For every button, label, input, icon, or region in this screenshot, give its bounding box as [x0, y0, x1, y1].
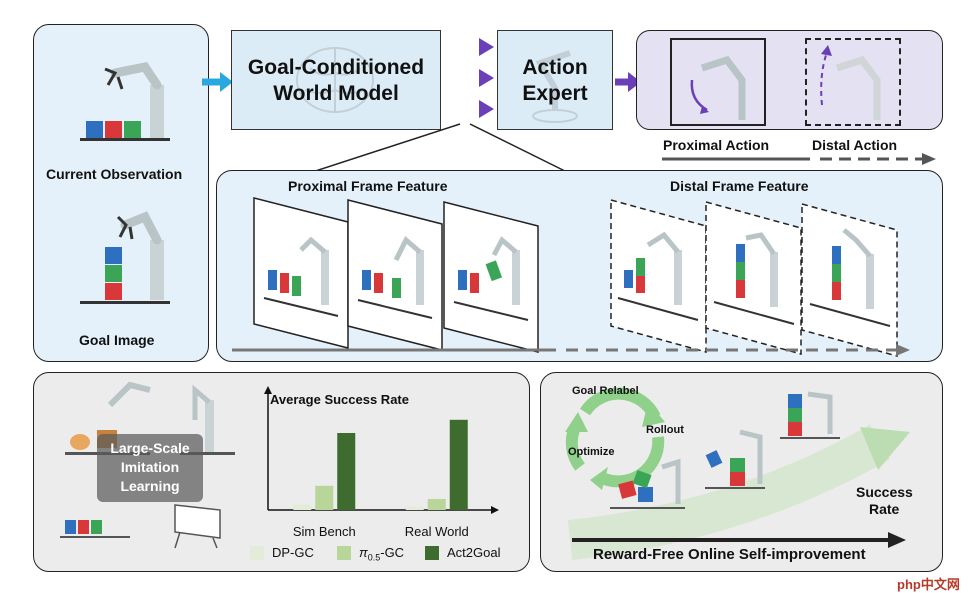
distal-action-label: Distal Action: [812, 137, 898, 153]
distal-frame-2: [705, 201, 802, 355]
self-improvement-illustration: [565, 387, 910, 560]
distal-frame-feature-label: Distal Frame Feature: [670, 178, 809, 194]
brain-icon: [296, 47, 374, 113]
proximal-frame-1: [253, 197, 349, 349]
action-expert-box: [497, 30, 613, 130]
legend-pi-symbol: π: [359, 545, 368, 560]
input-arrow: [202, 72, 233, 92]
actions-panel: [636, 30, 943, 130]
bar-sim-bench-act2goal: [337, 433, 356, 510]
chart-title: Average Success Rate: [270, 392, 409, 407]
imitation-line-1: Large-Scale: [110, 440, 190, 456]
legend-swatch-pi05-gc: [337, 546, 351, 560]
proximal-frame-2: [347, 199, 443, 351]
world-model-title-1: Goal-Conditioned: [247, 56, 425, 79]
imitation-line-2: Imitation: [120, 459, 180, 475]
proximal-action-label: Proximal Action: [663, 137, 770, 153]
distal-frame-1: [610, 199, 707, 353]
proximal-frame-feature-label: Proximal Frame Feature: [288, 178, 448, 194]
legend-pi-subscript: 0.5: [367, 552, 381, 563]
action-output-arrow: [615, 72, 641, 92]
legend-swatch-dp-gc: [250, 546, 264, 560]
legend-swatch-act2goal: [425, 546, 439, 560]
x-axis-arrowhead: [491, 506, 499, 514]
rollout-label: Rollout: [646, 424, 684, 436]
distal-action-frame: [805, 38, 901, 126]
optimize-label: Optimize: [568, 446, 615, 458]
frame-sequence: [232, 197, 910, 357]
bar-real-world--0-5-gc: [427, 499, 446, 510]
legend-pi-suffix: -GC: [380, 545, 405, 560]
callout-wedge: [300, 123, 576, 177]
distal-frame-3: [801, 203, 898, 357]
bar-real-world-dp-gc: [405, 506, 424, 510]
success-rate-chart: Average Success Rate Sim Bench Real World: [264, 386, 499, 539]
proximal-action-frame: [670, 38, 766, 126]
action-timeline-arrow: [662, 153, 936, 165]
action-expert-title-1: Action: [522, 56, 588, 79]
distal-action-image: [820, 45, 881, 120]
legend-label-dp-gc: DP-GC: [272, 545, 314, 560]
x-tick-label: Sim Bench: [293, 524, 356, 539]
imitation-line-3: Learning: [120, 478, 180, 494]
current-observation-label: Current Observation: [46, 166, 183, 182]
imitation-learning-box: [97, 434, 203, 502]
y-axis-arrowhead: [264, 386, 272, 394]
bar-sim-bench-dp-gc: [293, 504, 312, 510]
world-to-action-arrows: [443, 38, 494, 118]
legend-label-pi05-gc: π0.5-GC: [359, 545, 404, 563]
action-expert-title-2: Expert: [522, 82, 588, 105]
goal-relabel-label: Goal Relabel: [572, 385, 639, 397]
watermark-logo: php中文网: [897, 574, 960, 593]
world-model-title-2: World Model: [273, 82, 399, 105]
legend-label-act2goal: Act2Goal: [447, 545, 501, 560]
x-tick-label: Real World: [405, 524, 469, 539]
goal-image-label: Goal Image: [79, 332, 155, 348]
observation-panel: [33, 24, 209, 362]
robot-arm-icon: [532, 50, 578, 123]
bar-sim-bench--0-5-gc: [315, 485, 334, 510]
self-improvement-title: Reward-Free Online Self-improvement: [593, 546, 866, 563]
rate-label: Rate: [869, 501, 900, 517]
proximal-frame-3: [443, 201, 539, 353]
watermark-text: php中文网: [897, 577, 960, 592]
success-label: Success: [856, 484, 913, 500]
current-observation-image: [80, 61, 170, 141]
goal-image: [80, 211, 170, 304]
proximal-action-image: [690, 55, 746, 120]
bar-real-world-act2goal: [449, 419, 468, 510]
